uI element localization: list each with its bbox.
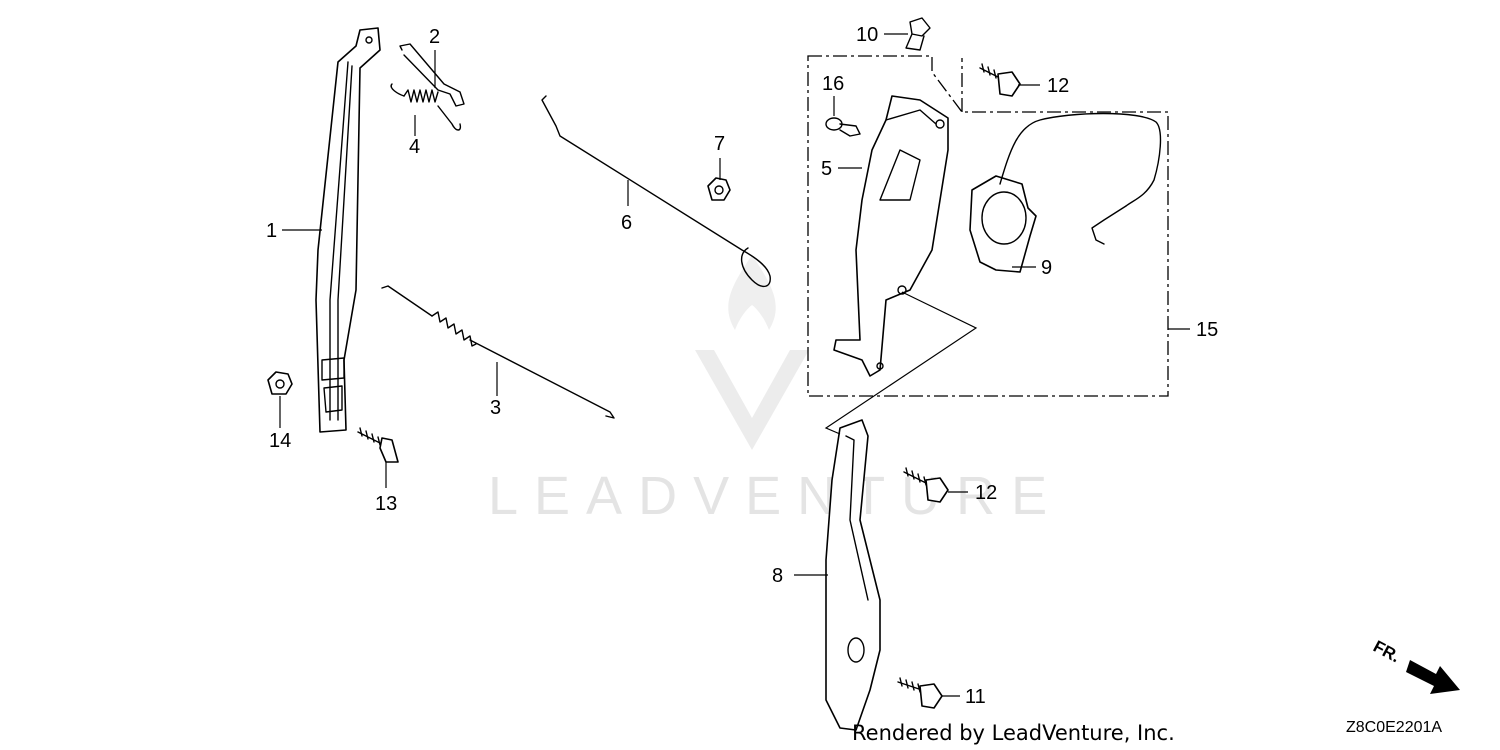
callout-4: 4 [409, 136, 420, 158]
callout-9: 9 [1041, 257, 1052, 279]
part-11-bolt [897, 677, 943, 709]
part-9-switch [969, 112, 1162, 273]
watermark: LEADVENTURE [488, 255, 1063, 526]
callout-6: 6 [621, 212, 632, 234]
callout-12-lower: 12 [975, 482, 997, 504]
part-10-clip [905, 17, 931, 51]
callout-14: 14 [269, 430, 291, 452]
front-direction-label: FR. [1370, 637, 1403, 667]
part-16-clip [825, 117, 861, 137]
front-direction-indicator: FR. [1370, 637, 1460, 694]
watermark-logo [695, 350, 809, 450]
callout-8: 8 [772, 565, 783, 587]
part-15-assembly-frame [807, 55, 1169, 397]
part-1-bracket [315, 27, 381, 433]
callout-2: 2 [429, 26, 440, 48]
watermark-flame [728, 255, 776, 330]
callout-11: 11 [965, 686, 986, 708]
callout-3: 3 [490, 397, 501, 419]
part-8-cover [825, 419, 881, 731]
part-12-bolt-lower [903, 467, 949, 503]
front-direction-arrow-icon [1406, 660, 1460, 694]
diagram-code: Z8C0E2201A [1346, 719, 1442, 736]
part-13-bolt [357, 427, 399, 463]
rendered-by-credit: Rendered by LeadVenture, Inc. [852, 721, 1175, 745]
watermark-text: LEADVENTURE [488, 466, 1063, 526]
part-14-nut [267, 371, 293, 395]
callout-7: 7 [714, 133, 725, 155]
callout-15: 15 [1196, 319, 1218, 341]
callout-12-upper: 12 [1047, 75, 1069, 97]
part-7-nut [707, 177, 731, 201]
part-12-bolt-upper [979, 63, 1021, 97]
part-6-rod [541, 95, 771, 287]
callouts: 1 2 3 4 5 6 7 8 9 10 11 12 12 13 14 15 1… [266, 24, 1218, 708]
part-3-spring-rod [381, 285, 615, 419]
part-5-plate [833, 95, 949, 377]
part-2-clip [399, 43, 465, 107]
connection-line [824, 291, 978, 435]
leader-lines [279, 33, 1190, 697]
callout-10: 10 [856, 24, 878, 46]
callout-1: 1 [266, 220, 277, 242]
callout-13: 13 [375, 493, 397, 515]
callout-5: 5 [821, 158, 832, 180]
callout-16: 16 [822, 73, 844, 95]
part-4-spring [390, 83, 462, 131]
